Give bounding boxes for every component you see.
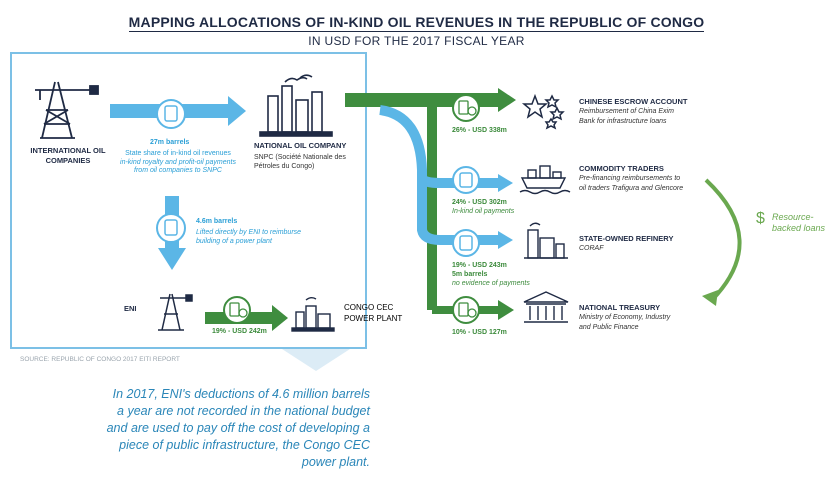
barrel-badge-icon <box>156 99 186 129</box>
frame-callout-notch <box>282 349 350 371</box>
tanker-ship-icon <box>519 165 571 195</box>
money-badge-icon <box>223 296 251 324</box>
dest-pct2-refinery: 5m barrels <box>452 271 488 278</box>
eni-derrick-icon <box>158 293 193 331</box>
barrel-badge-icon <box>156 213 186 243</box>
dest-pct-chinese: 26% - USD 338m <box>452 127 507 134</box>
barrel-badge-icon <box>452 166 480 194</box>
oil-derrick-icon <box>35 81 99 139</box>
dest-pct-refinery: 19% - USD 243m <box>452 262 507 269</box>
cec-label: CONGO CEC POWER PLANT <box>344 303 403 323</box>
dest-note-refinery: no evidence of payments <box>452 280 530 287</box>
refinery-icon <box>524 222 568 259</box>
dest-commodity-traders: COMMODITY TRADERS Pre-financing reimburs… <box>579 164 684 192</box>
stars-icon <box>521 93 565 130</box>
money-badge-icon <box>452 94 480 122</box>
dest-state-refinery: STATE-OWNED REFINERY CORAF <box>579 234 674 252</box>
eni-barrels-amount: 4.6m barrels <box>196 218 238 225</box>
resource-loans-label: Resource-backed loans <box>772 212 826 233</box>
eni-flow-desc: Lifted directly by ENI to reimburse buil… <box>196 229 302 245</box>
power-plant-icon <box>291 297 335 332</box>
eni-label: ENI <box>124 304 137 313</box>
state-share-desc: State share of in-kind oil revenues in-k… <box>120 150 236 174</box>
caption: In 2017, ENI's deductions of 4.6 million… <box>106 387 370 469</box>
dest-pct-traders: 24% - USD 302m <box>452 199 507 206</box>
state-barrels-amount: 27m barrels <box>150 139 190 146</box>
eni-pct: 19% - USD 242m <box>212 328 267 335</box>
treasury-building-icon <box>523 291 569 323</box>
barrel-badge-icon <box>452 229 480 257</box>
factory-icon <box>259 74 333 137</box>
page-title: MAPPING ALLOCATIONS OF IN-KIND OIL REVEN… <box>128 14 705 32</box>
dest-note-traders: In-kind oil payments <box>452 208 515 215</box>
blue-flow <box>379 105 513 249</box>
noc-desc: SNPC (Société Nationale des Pétroles du … <box>254 154 346 170</box>
source-note: SOURCE: REPUBLIC OF CONGO 2017 EITI REPO… <box>20 356 180 363</box>
resource-loans-arrow <box>702 178 742 306</box>
dest-pct-treasury: 10% - USD 127m <box>452 329 507 336</box>
noc-label: NATIONAL OIL COMPANY <box>254 141 347 150</box>
dest-chinese-escrow: CHINESE ESCROW ACCOUNT Reimbursement of … <box>579 97 688 125</box>
highlight-frame <box>10 52 367 349</box>
dollar-icon: $ <box>756 210 765 227</box>
page-subtitle: IN USD FOR THE 2017 FISCAL YEAR <box>308 34 525 48</box>
ioc-label: INTERNATIONAL OIL COMPANIES <box>30 146 106 165</box>
money-badge-icon <box>452 296 480 324</box>
dest-national-treasury: NATIONAL TREASURY Ministry of Economy, I… <box>579 303 671 331</box>
